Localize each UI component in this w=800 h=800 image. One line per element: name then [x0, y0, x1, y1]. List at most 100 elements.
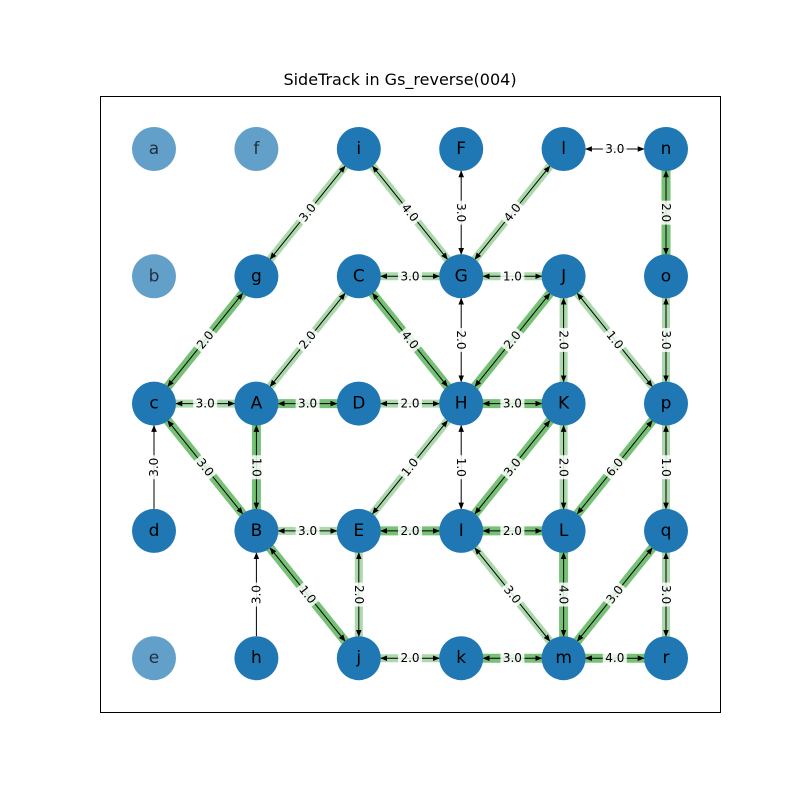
- node-label: m: [555, 648, 572, 668]
- node-label: K: [558, 394, 570, 414]
- edge-weight: 3.0: [605, 142, 624, 156]
- node-F: F: [439, 127, 484, 171]
- edge-label-l-n: 3.0: [602, 142, 627, 156]
- node-label: l: [561, 139, 566, 159]
- node-label: G: [455, 266, 468, 286]
- node-I: I: [439, 508, 484, 553]
- node-A: A: [234, 381, 279, 426]
- node-label: i: [356, 139, 361, 159]
- node-G: G: [439, 254, 484, 299]
- node-circle: [336, 508, 381, 553]
- node-circle: [132, 636, 176, 681]
- node-e: e: [132, 636, 176, 681]
- node-label: q: [661, 521, 672, 541]
- node-l: l: [541, 127, 586, 171]
- edge-label-A-B: 1.0: [249, 455, 264, 480]
- edge-weight: 2.0: [557, 458, 571, 477]
- edge-weight: 3.0: [454, 203, 468, 222]
- edge-weight: 2.0: [557, 330, 571, 349]
- node-k: k: [439, 636, 484, 681]
- edge-weight: 3.0: [249, 585, 263, 604]
- node-D: D: [336, 381, 381, 426]
- edge-weight: 2.0: [400, 651, 419, 665]
- edge-label-h-B: 3.0: [249, 582, 264, 607]
- node-label: b: [149, 266, 160, 286]
- edge-label-j-k: 2.0: [398, 651, 422, 666]
- node-f: f: [234, 127, 279, 171]
- edge-weight: 3.0: [298, 397, 317, 411]
- node-label: C: [353, 266, 365, 286]
- node-label: h: [251, 648, 262, 668]
- node-label: f: [253, 139, 260, 159]
- node-label: k: [456, 648, 466, 668]
- node-circle: [336, 254, 381, 299]
- node-circle: [541, 254, 586, 299]
- node-label: D: [352, 394, 365, 414]
- edge-label-n-o: 2.0: [659, 200, 673, 225]
- node-L: L: [541, 508, 586, 553]
- node-label: r: [663, 648, 670, 668]
- node-C: C: [336, 254, 381, 299]
- node-label: j: [355, 648, 361, 668]
- node-circle: [541, 508, 586, 553]
- node-label: g: [251, 266, 262, 286]
- node-label: p: [661, 394, 672, 414]
- node-label: A: [251, 394, 263, 414]
- node-circle: [541, 636, 586, 681]
- node-circle: [644, 127, 688, 171]
- edge-label-o-p: 3.0: [659, 327, 673, 352]
- node-circle: [234, 508, 279, 553]
- edge-weight: 1.0: [659, 458, 673, 477]
- edge-label-E-I: 2.0: [398, 523, 422, 538]
- edge-weight: 2.0: [352, 585, 366, 604]
- node-E: E: [336, 508, 381, 553]
- edge-label-c-A: 3.0: [193, 396, 218, 411]
- edge-label-G-H: 2.0: [454, 327, 469, 352]
- node-n: n: [644, 127, 688, 171]
- edge-weight: 2.0: [400, 397, 419, 411]
- edge-weight: 4.0: [557, 585, 571, 604]
- edge-weight: 4.0: [605, 651, 624, 665]
- diagram-title: SideTrack in Gs_reverse(004): [283, 70, 517, 89]
- edge-weight: 3.0: [400, 269, 419, 283]
- edge-label-C-G: 3.0: [398, 269, 422, 284]
- node-circle: [234, 254, 279, 299]
- node-circle: [336, 381, 381, 426]
- node-label: e: [149, 648, 159, 668]
- node-circle: [336, 636, 381, 681]
- edge-weight: 3.0: [298, 524, 317, 538]
- node-label: H: [455, 394, 468, 414]
- edge-weight: 1.0: [503, 269, 522, 283]
- node-circle: [132, 127, 176, 171]
- node-K: K: [541, 381, 586, 426]
- edge-label-d-c: 3.0: [147, 455, 161, 480]
- node-circle: [439, 381, 484, 426]
- node-label: E: [353, 521, 364, 541]
- edge-label-D-H: 2.0: [398, 396, 422, 411]
- edge-weight: 2.0: [454, 330, 468, 349]
- node-circle: [541, 381, 586, 426]
- edge-label-I-L: 2.0: [500, 523, 525, 538]
- edge-label-k-m: 3.0: [500, 651, 525, 666]
- node-g: g: [234, 254, 279, 299]
- node-label: L: [559, 521, 569, 541]
- node-circle: [439, 508, 484, 553]
- node-m: m: [541, 636, 586, 681]
- node-J: J: [541, 254, 586, 299]
- node-circle: [132, 508, 176, 553]
- node-B: B: [234, 508, 279, 553]
- node-h: h: [234, 636, 279, 681]
- node-circle: [644, 381, 688, 426]
- edge-label-G-J: 1.0: [500, 269, 525, 284]
- node-c: c: [132, 381, 176, 426]
- edge-weight: 1.0: [249, 458, 263, 477]
- edge-weight: 2.0: [659, 203, 673, 222]
- edge-label-A-D: 3.0: [295, 396, 320, 411]
- edge-weight: 3.0: [503, 397, 522, 411]
- edge-label-q-r: 3.0: [659, 582, 673, 607]
- node-circle: [234, 381, 279, 426]
- edge-weight: 1.0: [454, 458, 468, 477]
- node-circle: [132, 381, 176, 426]
- node-circle: [541, 127, 586, 171]
